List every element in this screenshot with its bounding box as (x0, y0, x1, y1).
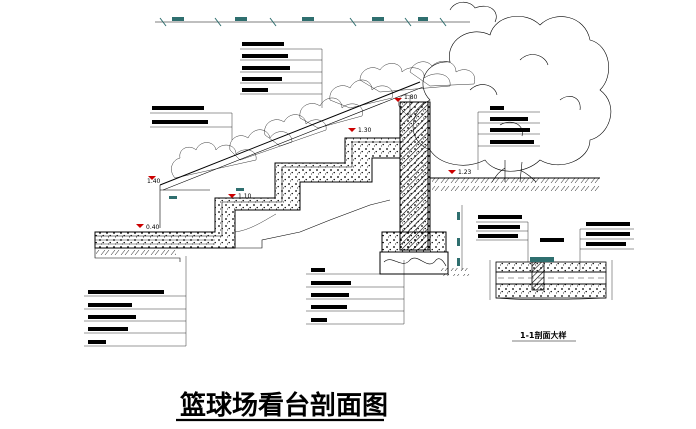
elevation-label: 1.10 (238, 193, 252, 200)
detail-label: 1-1剖面大样 (520, 330, 566, 340)
elevation-marker: 1.10 (228, 193, 252, 200)
elevation-label: 1.40 (147, 178, 161, 185)
ground-line (94, 177, 600, 276)
elevation-marker: 1.23 (448, 169, 472, 176)
drawing-title: 篮球场看台剖面图 (179, 390, 388, 421)
top-dimension-line (155, 17, 470, 27)
callout-slope (150, 106, 233, 140)
slope-surface (159, 81, 424, 228)
elevation-label: 0.40 (146, 224, 160, 231)
elevation-marker: 1.80 (394, 94, 418, 102)
elevation-marker: 0.40 (136, 224, 160, 231)
step-dimensions (169, 188, 463, 270)
elevation-label: 1.30 (358, 127, 372, 134)
bleacher-steps (94, 101, 449, 275)
elevation-markers: 1.80 1.40 1.10 1.30 1.23 0.40 (136, 94, 472, 231)
callout-right (477, 106, 540, 170)
detail-section-1-1 (476, 215, 634, 300)
elevation-marker: 1.40 (147, 176, 161, 185)
tree-canopy (412, 1, 612, 183)
callout-lower-right (306, 260, 405, 325)
elevation-label: 1.80 (404, 94, 418, 101)
callout-lower-left (84, 256, 187, 347)
elevation-marker: 1.30 (348, 127, 372, 134)
callout-upper (240, 42, 323, 108)
elevation-label: 1.23 (458, 169, 472, 176)
